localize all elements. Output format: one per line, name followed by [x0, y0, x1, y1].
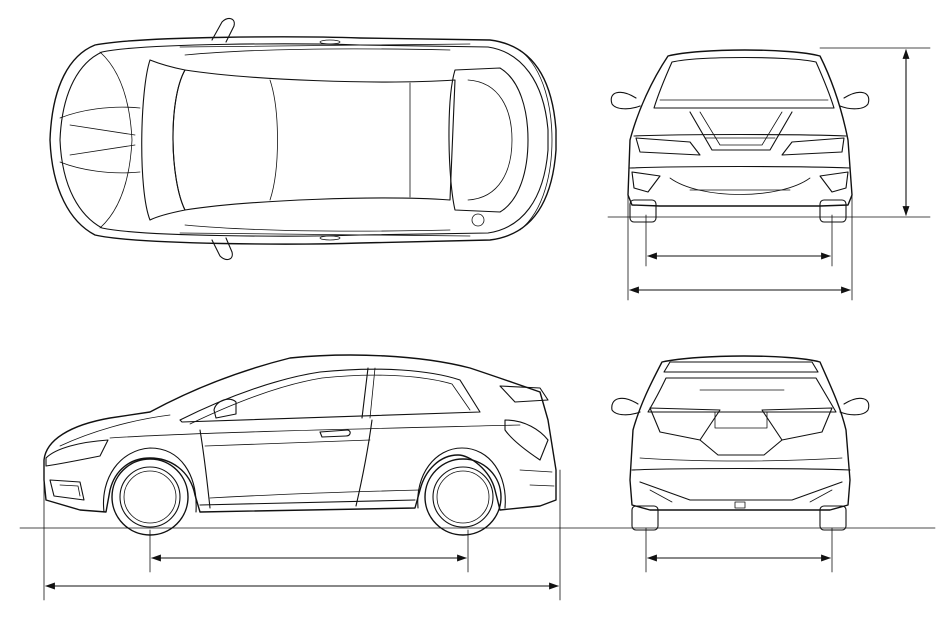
front-view: [607, 47, 931, 301]
rear-view: [611, 355, 870, 573]
side-view: [19, 354, 936, 601]
top-view: [49, 17, 557, 261]
